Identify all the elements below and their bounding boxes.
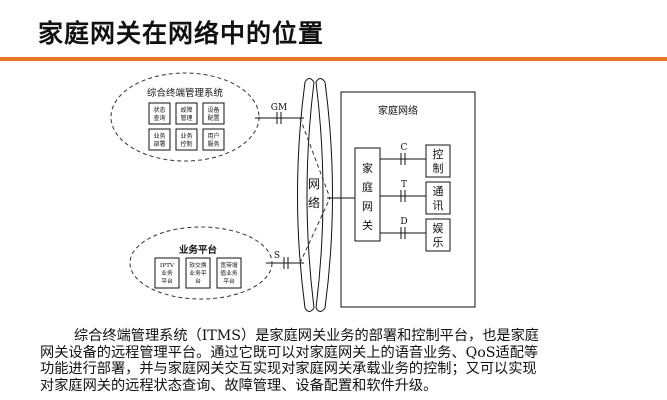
gateway-char: 庭 [362, 180, 373, 194]
paragraph-line-2: 网关设备的远程管理平台。通过它既可以对家庭网关上的语音业务、QoS适配等 [40, 344, 539, 361]
itms-function-box [148, 102, 171, 125]
itms-function-text: 服务 [207, 140, 219, 148]
interface-label: C [401, 143, 408, 153]
itms-function-box [202, 102, 225, 125]
device-char: 讯 [433, 199, 444, 212]
business-platform-text: 值业务 [220, 269, 238, 277]
title-underline [0, 57, 667, 61]
business-platform-text: 台 [195, 277, 201, 285]
itms-function-box [148, 128, 171, 151]
gateway-char: 家 [362, 161, 373, 175]
paragraph-line-3: 功能进行部署，并与家庭网关交互实现对家庭网关承载业务的控制；又可以实现 [40, 361, 537, 378]
business-platform-text: IPTV [160, 263, 175, 269]
dashed-link [299, 117, 331, 199]
itms-function-text: 管理 [180, 114, 192, 122]
itms-function-text: 故障 [180, 106, 192, 114]
dashed-link [299, 197, 331, 264]
interface-label: D [400, 217, 407, 227]
network-cloud [297, 78, 333, 312]
description-paragraph: 综合终端管理系统（ITMS）是家庭网关业务的部署和控制平台，也是家庭 网关设备的… [40, 328, 640, 394]
device-char: 乐 [433, 236, 444, 249]
network-char-2: 络 [308, 195, 320, 210]
gateway-char: 网 [362, 200, 373, 213]
itms-function-text: 设备 [207, 106, 219, 114]
business-platform-box [154, 257, 180, 289]
business-platform-text: 软交换 [189, 261, 207, 269]
page-title: 家庭网关在网络中的位置 [38, 19, 325, 48]
itms-function-text: 状态 [153, 106, 165, 114]
itms-function-text: 业务 [180, 132, 192, 140]
network-char-1: 网 [308, 177, 320, 191]
business-label: 业务平台 [179, 244, 218, 256]
itms-function-box [175, 102, 198, 125]
s-label: S [274, 251, 280, 261]
itms-function-text: 配置 [207, 115, 219, 122]
business-platform-text: 业务 [161, 269, 173, 277]
device-char: 制 [433, 162, 444, 175]
business-platform-text: 宽带增 [220, 261, 238, 269]
itms-function-text: 用户 [207, 132, 219, 140]
device-char: 控 [433, 147, 444, 161]
itms-label: 综合终端管理系统 [147, 87, 224, 99]
home-network-box [340, 91, 476, 308]
paragraph-line-4: 对家庭网关的远程状态查询、故障管理、设备配置和软件升级。 [40, 377, 438, 394]
business-platform-text: 平台 [161, 277, 173, 285]
business-platform-text: 业务平 [189, 269, 207, 277]
gateway-interfaces: C 控制 T 通讯 D 娱乐 [380, 143, 451, 252]
business-platform-box [216, 257, 242, 289]
gateway-char: 关 [362, 218, 373, 232]
itms-function-text: 控制 [180, 140, 192, 148]
interface-label: T [401, 180, 407, 190]
itms-function-box [175, 128, 198, 151]
device-box [425, 144, 451, 178]
home-gateway-box [354, 147, 381, 242]
paragraph-line-1: 综合终端管理系统（ITMS）是家庭网关业务的部署和控制平台，也是家庭 [74, 328, 539, 344]
itms-function-text: 业务 [153, 132, 165, 140]
home-gateway-label: 家庭网关 [362, 161, 373, 232]
device-box [425, 218, 451, 252]
device-box [425, 181, 451, 215]
device-char: 通 [433, 185, 444, 198]
device-char: 娱 [433, 221, 444, 235]
home-network-label: 家庭网络 [378, 104, 418, 117]
itms-function-text: 查询 [153, 114, 165, 122]
itms-function-box [202, 128, 225, 151]
gm-label: GM [271, 103, 287, 113]
itms-ellipse [110, 72, 260, 162]
business-platform-box [185, 257, 211, 289]
business-platform-text: 平台 [223, 277, 235, 285]
itms-function-text: 部署 [153, 140, 165, 148]
